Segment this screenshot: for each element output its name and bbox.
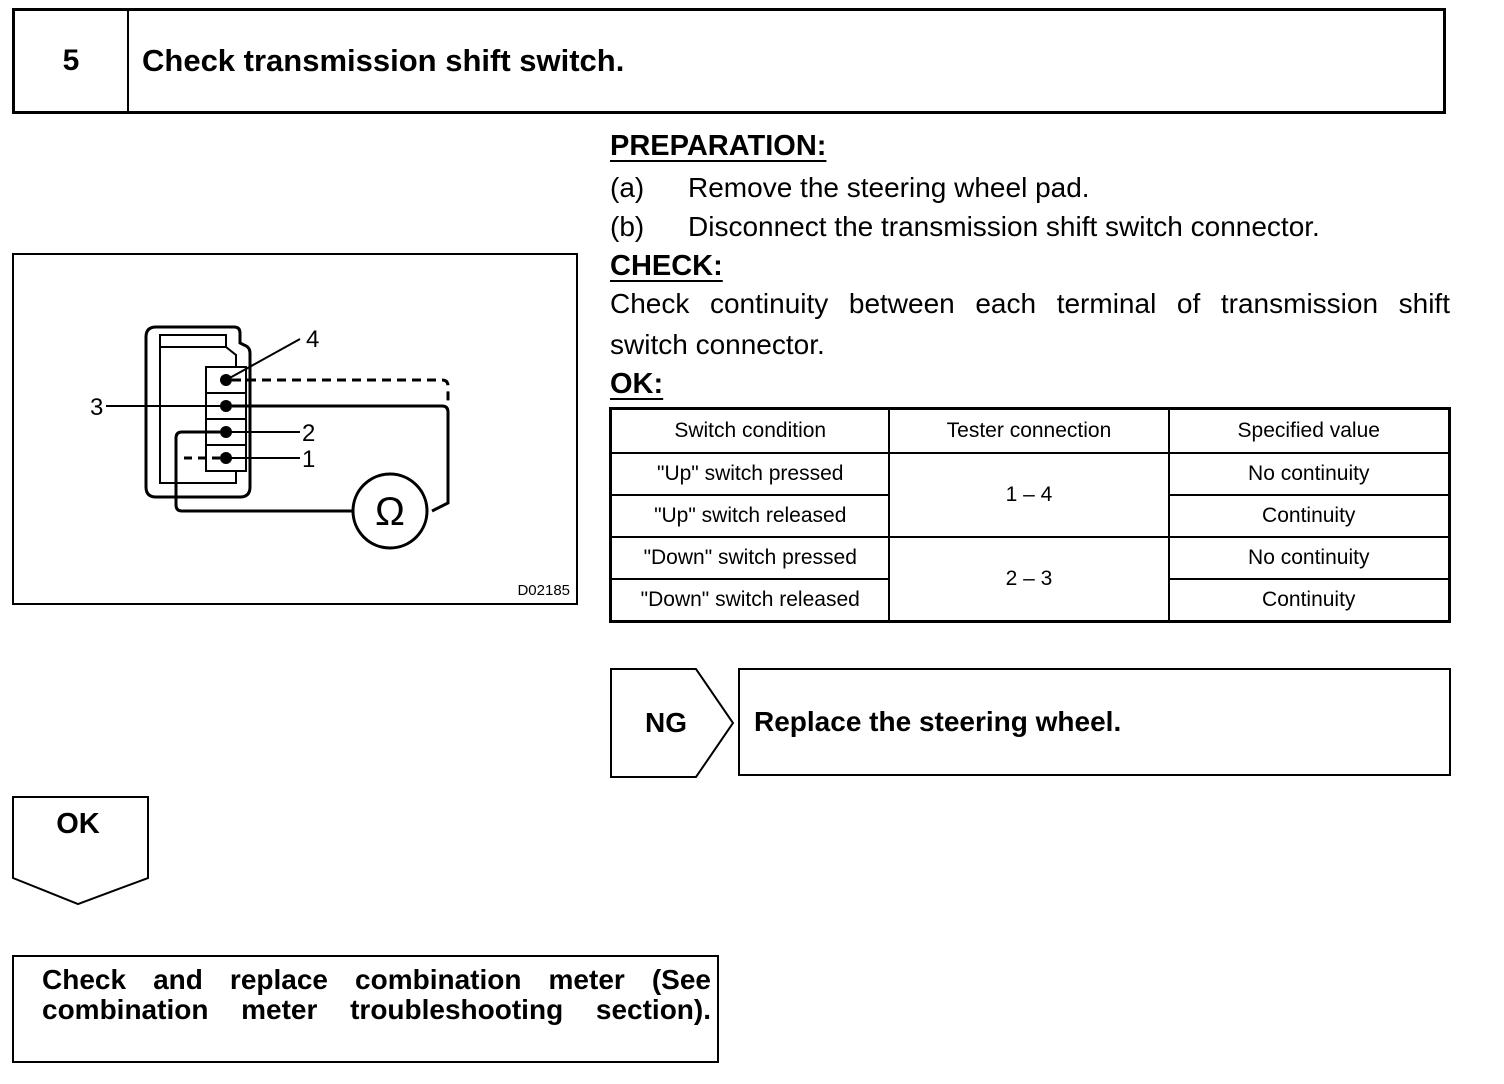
table-cell-connection: 1 – 4 — [888, 452, 1170, 538]
step-number: 5 — [15, 11, 129, 111]
table-cell-condition: "Up" switch released — [609, 494, 891, 538]
table-cell-condition: "Down" switch released — [609, 578, 891, 623]
ok-label: OK — [56, 808, 100, 840]
ohmmeter-icon — [351, 472, 429, 550]
step-header: 5 Check transmission shift switch. — [12, 8, 1446, 114]
table-row: "Down" switch pressed 2 – 3 No continuit… — [609, 536, 1451, 623]
table-cell-condition: "Up" switch pressed — [609, 452, 891, 496]
step-title: Check transmission shift switch. — [142, 43, 625, 78]
preparation-item-tag: (a) — [610, 172, 645, 203]
connector-latch — [159, 334, 227, 348]
preparation-item-tag: (b) — [610, 211, 645, 242]
preparation-heading: PREPARATION: — [610, 130, 827, 162]
probe-lead-4-dashed — [232, 378, 450, 405]
terminal-label-4: 4 — [306, 326, 319, 353]
table-header-specified-value: Specified value — [1167, 407, 1451, 454]
table-header-switch-condition: Switch condition — [609, 407, 891, 454]
probe-lead-3 — [232, 404, 450, 513]
ok-heading: OK: — [610, 368, 664, 400]
connector-diagram: 4 3 2 1 Ω D02185 — [12, 253, 578, 605]
table-cell-value: Continuity — [1167, 494, 1451, 538]
table-cell-value: Continuity — [1167, 578, 1451, 623]
table-cell-condition: "Down" switch pressed — [609, 536, 891, 580]
preparation-item-text: Remove the steering wheel pad. — [688, 172, 1090, 203]
check-text-line2: switch connector. — [610, 329, 825, 360]
table-cell-connection: 2 – 3 — [888, 536, 1170, 623]
table-row: "Up" switch pressed 1 – 4 No continuity — [609, 452, 1451, 538]
table-header-tester-connection: Tester connection — [888, 407, 1170, 454]
ok-action-line1: Check and replace combination meter (See — [42, 964, 711, 995]
connector-diagram-svg: 4 3 2 1 Ω D02185 — [90, 325, 570, 599]
check-heading: CHECK: — [610, 250, 723, 282]
ng-arrow-shape — [610, 668, 735, 778]
table-header-row: Switch condition Tester connection Speci… — [609, 407, 1451, 454]
preparation-item-text: Disconnect the transmission shift switch… — [688, 211, 1320, 242]
preparation-item-b: (b) Disconnect the transmission shift swi… — [610, 211, 1320, 243]
connector-shell — [144, 325, 252, 499]
check-text-line1: Check continuity between each terminal o… — [610, 288, 1450, 319]
figure-code: D02185 — [517, 582, 570, 599]
preparation-item-a: (a) Remove the steering wheel pad. — [610, 172, 1090, 204]
table-cell-value: No continuity — [1167, 452, 1451, 496]
ok-action-line2: combination meter troubleshooting sectio… — [42, 994, 711, 1025]
ok-result-tag: OK — [12, 796, 150, 906]
terminal-label-2: 2 — [302, 420, 315, 447]
table-cell-value: No continuity — [1167, 536, 1451, 580]
terminal-label-3: 3 — [90, 394, 103, 421]
ok-arrow-shape — [12, 796, 149, 906]
table-row: "Up" switch released Continuity — [609, 494, 1451, 538]
specification-table: Switch condition Tester connection Speci… — [609, 407, 1451, 623]
ng-label: NG — [645, 707, 687, 738]
ng-result-tag: NG — [610, 668, 736, 778]
ohmmeter-symbol: Ω — [375, 490, 405, 534]
table-row: "Down" switch released Continuity — [609, 578, 1451, 623]
terminal-label-1: 1 — [302, 446, 315, 473]
ok-action-box: Check and replace combination meter (See… — [12, 955, 719, 1063]
ng-action-box: Replace the steering wheel. — [738, 668, 1451, 776]
probe-lead-2 — [174, 430, 352, 513]
